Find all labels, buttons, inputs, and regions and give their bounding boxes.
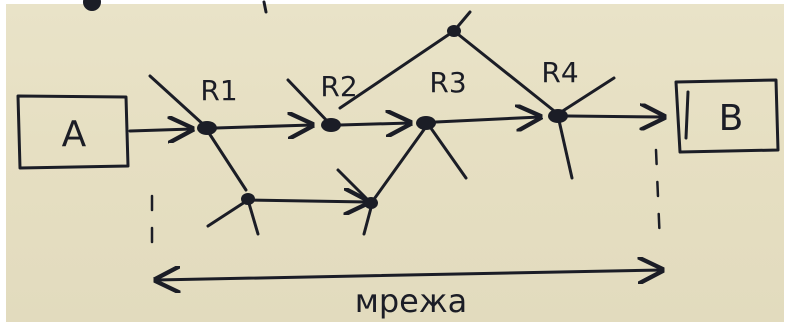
branch-r3-to-lower-node (370, 122, 430, 204)
lower-left-stub-1 (206, 198, 250, 228)
source-box (16, 94, 130, 170)
node-r2 (321, 118, 341, 132)
lower-left-stub-2 (246, 198, 260, 236)
link-a-r1 (128, 129, 192, 131)
node-r1 (197, 121, 217, 135)
network-span-arrow (156, 270, 662, 280)
lower-link (248, 200, 368, 202)
branch-r1-lower (205, 128, 248, 192)
node-r3 (416, 116, 436, 130)
branch-r3-lower-right (426, 122, 468, 180)
ink-smudge (83, 0, 101, 11)
destination-box (674, 78, 780, 154)
link-r2-r3 (338, 123, 410, 125)
destination-box-bracket (684, 90, 690, 140)
top-stroke (262, 0, 268, 14)
network-boundary-right (654, 148, 662, 246)
link-r4-b (566, 116, 664, 117)
router-label-r2: R2 (320, 70, 357, 103)
branch-r2-upper (286, 78, 332, 126)
router-label-r4: R4 (541, 56, 578, 89)
link-r1-r2 (214, 125, 312, 128)
node-lower-right (364, 197, 378, 209)
branch-r4-upper (556, 76, 616, 116)
branch-r4-lower (556, 114, 574, 180)
branch-r1-upper (148, 74, 207, 128)
source-label: A (62, 114, 87, 155)
branch-upper-to-r2 (338, 29, 456, 110)
node-lower-left (241, 193, 255, 205)
node-upper (447, 25, 461, 37)
lower-right-stub-1 (336, 168, 374, 206)
router-label-r3: R3 (429, 66, 466, 99)
node-r4 (548, 109, 568, 123)
lower-right-stub-2 (362, 202, 374, 236)
branch-upper-to-r4 (452, 29, 560, 116)
link-r3-r4 (434, 117, 540, 122)
router-label-r1: R1 (200, 74, 237, 107)
destination-label: B (719, 98, 744, 139)
network-label: мрежа (355, 282, 468, 320)
